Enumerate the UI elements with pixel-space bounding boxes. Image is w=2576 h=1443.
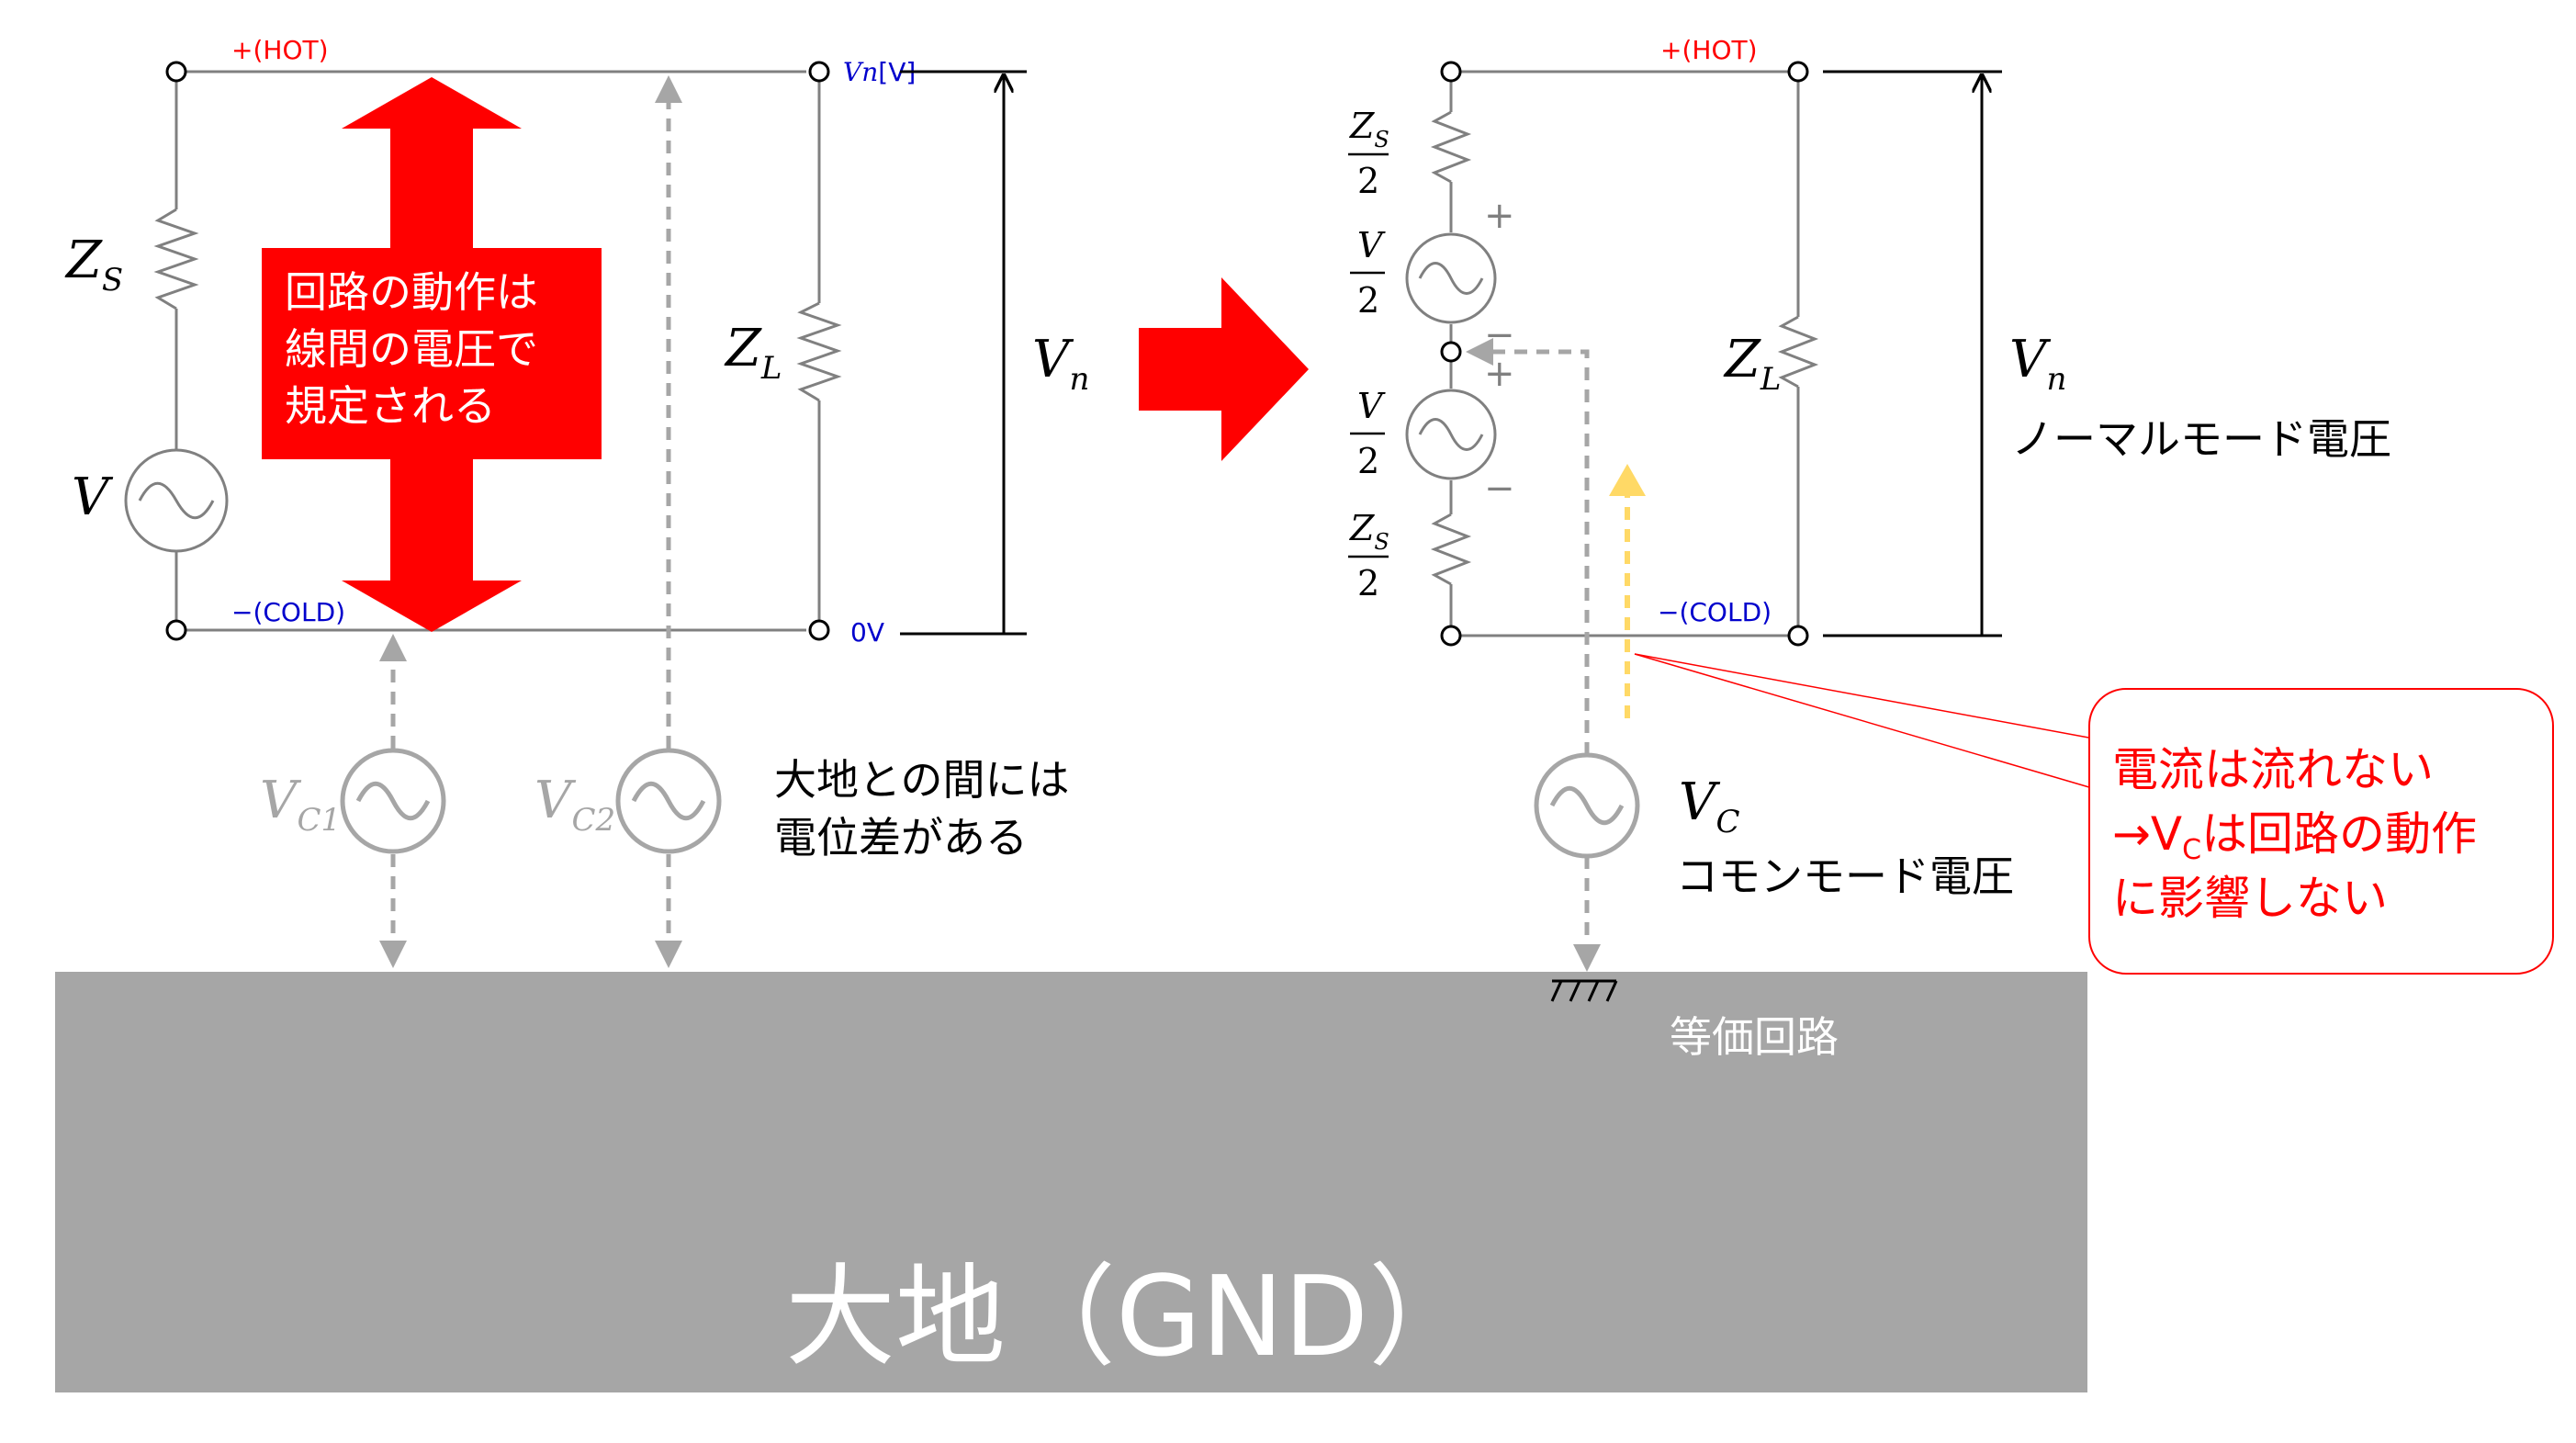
- vc-source-icon: [1534, 752, 1640, 859]
- right-vn-arrow: [1823, 70, 2002, 637]
- v-half-bot-fraction: V 2: [1350, 386, 1386, 481]
- right-cold-left-terminal: [1440, 625, 1462, 647]
- right-zl-resistor: [1777, 315, 1819, 389]
- svg-text:ZS: ZS: [1349, 106, 1389, 152]
- vc1-source-icon: [340, 748, 446, 854]
- left-0v-terminal: [808, 619, 830, 641]
- left-hot-label: +(HOT): [231, 35, 329, 65]
- left-circuit: [153, 70, 842, 632]
- potential-note: 大地との間には 電位差がある: [774, 755, 1083, 862]
- v-half-top-fraction: V 2: [1350, 225, 1386, 321]
- svg-text:2: 2: [1357, 161, 1379, 201]
- vc-label: VC: [1679, 772, 1739, 840]
- left-hot-terminal: [165, 61, 187, 83]
- right-cold-right-terminal: [1787, 625, 1809, 647]
- callout-text: 電流は流れない →VCは回路の動作 に影響しない: [2112, 743, 2492, 925]
- common-mode-label: コモンモード電圧: [1676, 851, 2014, 901]
- yellow-arrow-head-icon: [1609, 464, 1646, 496]
- svg-text:2: 2: [1357, 563, 1379, 603]
- vc-dashed-connection: [1466, 338, 1601, 972]
- left-vn-label-big: Vn: [1032, 330, 1089, 398]
- zs-half-top-resistor: [1430, 110, 1472, 184]
- left-0v-label: 0V: [850, 617, 884, 648]
- right-vn-label: Vn: [2009, 330, 2066, 398]
- normal-mode-label: ノーマルモード電圧: [2011, 414, 2391, 464]
- zl-resistor: [796, 301, 842, 402]
- red-box-text: 回路の動作は 線間の電圧で 規定される: [285, 267, 552, 431]
- zs-half-bot-resistor: [1430, 513, 1472, 586]
- right-hot-label: +(HOT): [1660, 35, 1758, 65]
- right-cold-label: −(COLD): [1658, 597, 1772, 627]
- left-vn-arrow: [900, 70, 1027, 636]
- right-circuit: [1430, 70, 1819, 637]
- v-half-bot-source-icon: [1405, 389, 1497, 480]
- vc1-label: VC1: [260, 771, 341, 839]
- plus-bot: +: [1484, 353, 1515, 395]
- plus-top: +: [1484, 195, 1515, 237]
- v-half-top-source-icon: [1405, 232, 1497, 324]
- vc2-label: VC2: [534, 771, 615, 839]
- ground-plane: [55, 972, 2087, 1392]
- v-source-icon: [124, 448, 229, 553]
- svg-text:ZS: ZS: [1349, 508, 1389, 555]
- vc2-source-icon: [615, 748, 722, 854]
- svg-text:2: 2: [1357, 441, 1379, 481]
- ground-label: 大地（GND）: [785, 1254, 1479, 1381]
- earth-ground-icon: [1550, 979, 1618, 1002]
- red-box: [262, 248, 602, 459]
- svg-text:V: V: [1357, 225, 1386, 265]
- zs-resistor: [153, 208, 199, 310]
- callout-pointer: [1634, 653, 2099, 791]
- svg-text:2: 2: [1357, 280, 1379, 321]
- zs-half-bot-fraction: ZS 2: [1348, 508, 1389, 603]
- zl-label: ZL: [724, 319, 782, 387]
- svg-text:V: V: [1357, 386, 1386, 426]
- right-hot-right-terminal: [1787, 61, 1809, 83]
- transform-arrow-icon: [1139, 277, 1309, 461]
- v-label: V: [72, 468, 114, 527]
- left-vn-terminal: [808, 61, 830, 83]
- zs-half-top-fraction: ZS 2: [1348, 106, 1389, 201]
- right-zl-label: ZL: [1723, 330, 1782, 398]
- zs-label: ZS: [64, 231, 123, 299]
- right-hot-left-terminal: [1440, 61, 1462, 83]
- equivalent-label: 等価回路: [1670, 1012, 1839, 1062]
- right-midpoint-terminal: [1440, 341, 1462, 363]
- left-cold-terminal: [165, 619, 187, 641]
- callout-box: [2088, 688, 2554, 975]
- left-cold-label: −(COLD): [231, 597, 345, 627]
- minus-bot: −: [1484, 468, 1515, 510]
